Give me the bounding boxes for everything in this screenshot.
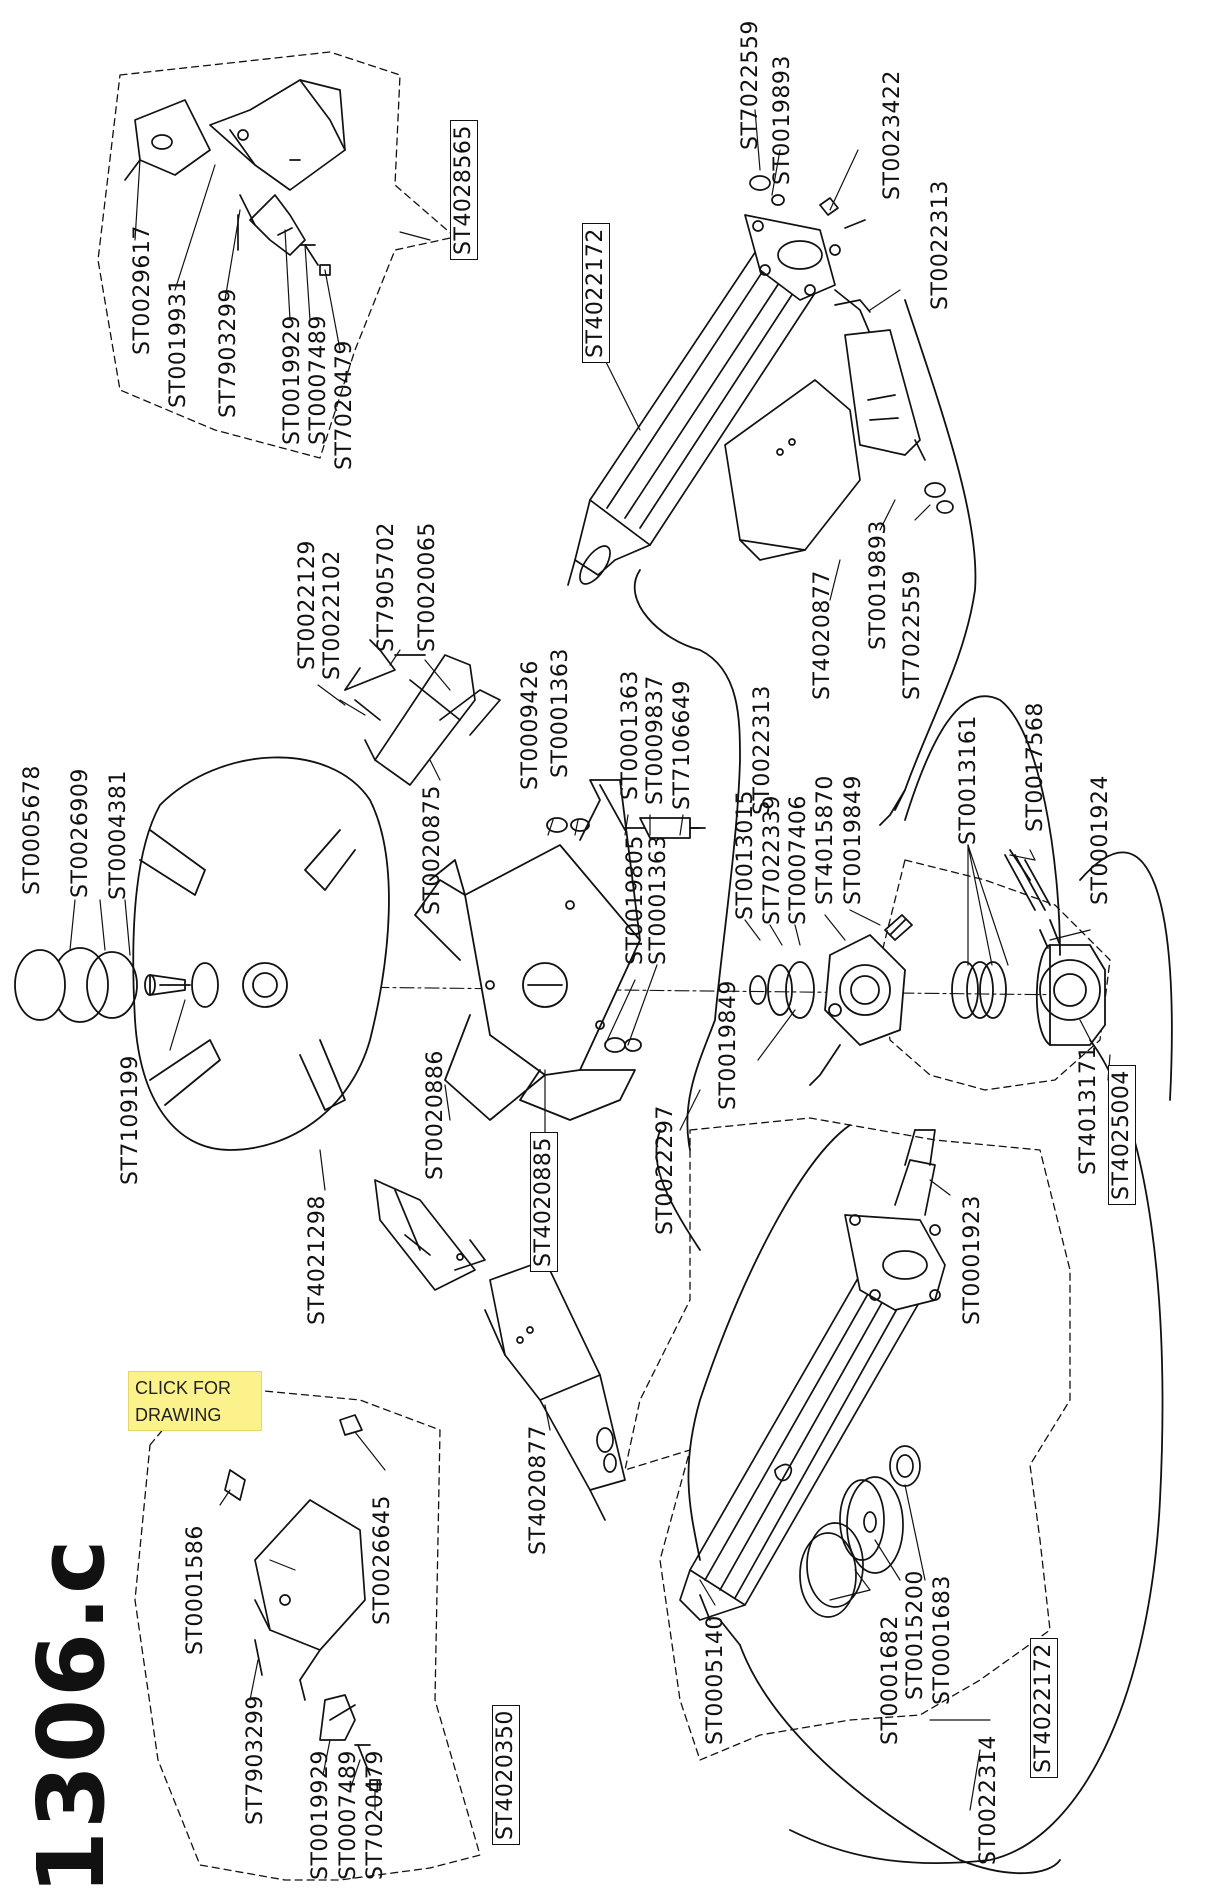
rotary-joint [951, 849, 1106, 1046]
part-label: ST0001924 [1088, 775, 1113, 905]
part-label: ST0001363 [548, 648, 573, 778]
part-label: ST0009426 [518, 660, 543, 790]
part-label: ST0015200 [903, 1570, 928, 1700]
upper-cam-bracket [344, 639, 501, 786]
part-label: ST7903299 [243, 1695, 268, 1825]
part-label: ST0019929 [308, 1750, 333, 1880]
part-label: ST7022559 [900, 570, 925, 700]
page-number: 1306.c [18, 1537, 125, 1895]
part-label: ST7020479 [363, 1750, 388, 1880]
part-label: ST0023422 [880, 70, 905, 200]
part-label: ST0026909 [68, 768, 93, 898]
assembly-label: ST4020350 [492, 1705, 520, 1845]
part-label: ST0007489 [336, 1750, 361, 1880]
upper-left-parts [124, 79, 346, 276]
part-label: ST0019893 [866, 520, 891, 650]
part-label: ST4021298 [305, 1195, 330, 1325]
distributor-valve [749, 914, 913, 1086]
part-label: ST0022314 [976, 1735, 1001, 1865]
part-label: ST0013161 [956, 715, 981, 845]
part-label: ST0001363 [618, 670, 643, 800]
lower-cam-bracket [374, 1179, 486, 1291]
part-label: ST0007406 [786, 795, 811, 925]
group-outline-st4028565 [97, 51, 456, 459]
group-outline-st4022172-lower [624, 1117, 1071, 1761]
assembly-label: ST4028565 [450, 120, 478, 260]
right-loop-hose [789, 695, 1173, 1865]
part-label: ST4020877 [526, 1425, 551, 1555]
part-label: ST0019805 [623, 835, 648, 965]
part-label: ST0022129 [295, 540, 320, 670]
upper-cylinder [567, 175, 954, 586]
part-label: ST0001683 [930, 1575, 955, 1705]
part-label: ST0029617 [130, 225, 155, 355]
part-label: ST0020065 [415, 522, 440, 652]
part-label: ST7109199 [118, 1055, 143, 1185]
lower-hoses [655, 1124, 1061, 1875]
part-label: ST0019849 [716, 980, 741, 1110]
link-line-2: DRAWING [135, 1405, 222, 1425]
part-label: ST0007489 [306, 315, 331, 445]
part-label: ST0019931 [166, 278, 191, 408]
part-label: ST0001363 [646, 835, 671, 965]
part-label: ST7905702 [374, 522, 399, 652]
part-label: ST0026645 [370, 1495, 395, 1625]
assembly-label: ST4020885 [530, 1132, 558, 1272]
part-label: ST7903299 [216, 288, 241, 418]
part-label: ST7020479 [332, 340, 357, 470]
assembly-label: ST4022172 [582, 223, 610, 363]
part-label: ST0017568 [1023, 702, 1048, 832]
part-label: ST0001923 [960, 1195, 985, 1325]
part-label: ST0020875 [420, 785, 445, 915]
turntable-plate [14, 756, 390, 1151]
group-outline-st4020350 [134, 1384, 481, 1881]
upper-hoses [633, 299, 977, 1151]
lower-left-parts [224, 1414, 381, 1791]
part-label: ST7022559 [738, 20, 763, 150]
part-label: ST0022102 [320, 550, 345, 680]
part-label: ST0004381 [106, 770, 131, 900]
part-label: ST0019929 [280, 315, 305, 445]
part-label: ST0022297 [653, 1105, 678, 1235]
part-label: ST0005678 [20, 765, 45, 895]
part-label: ST4013171 [1076, 1045, 1101, 1175]
part-label: ST0005140 [703, 1615, 728, 1745]
part-label: ST0019893 [770, 55, 795, 185]
part-label: ST0013015 [733, 790, 758, 920]
lower-pulley [799, 1445, 921, 1618]
assembly-label: ST4025004 [1108, 1065, 1136, 1205]
part-label: ST7106649 [670, 680, 695, 810]
part-label: ST0009837 [643, 675, 668, 805]
part-label: ST4020877 [810, 570, 835, 700]
part-label: ST4015870 [813, 775, 838, 905]
center-bracket [414, 779, 706, 1121]
lower-mount-plate [484, 1259, 626, 1521]
part-label: ST0019849 [841, 775, 866, 905]
part-label: ST0022313 [928, 180, 953, 310]
assembly-label: ST4022172 [1030, 1638, 1058, 1778]
link-line-1: CLICK FOR [135, 1378, 232, 1398]
part-label: ST0001586 [183, 1525, 208, 1655]
lower-cylinder [679, 1129, 946, 1621]
click-for-drawing-link[interactable]: CLICK FOR DRAWING [128, 1371, 262, 1431]
part-label: ST0001682 [878, 1615, 903, 1745]
part-label: ST0020886 [423, 1050, 448, 1180]
part-label: ST7022339 [760, 795, 785, 925]
